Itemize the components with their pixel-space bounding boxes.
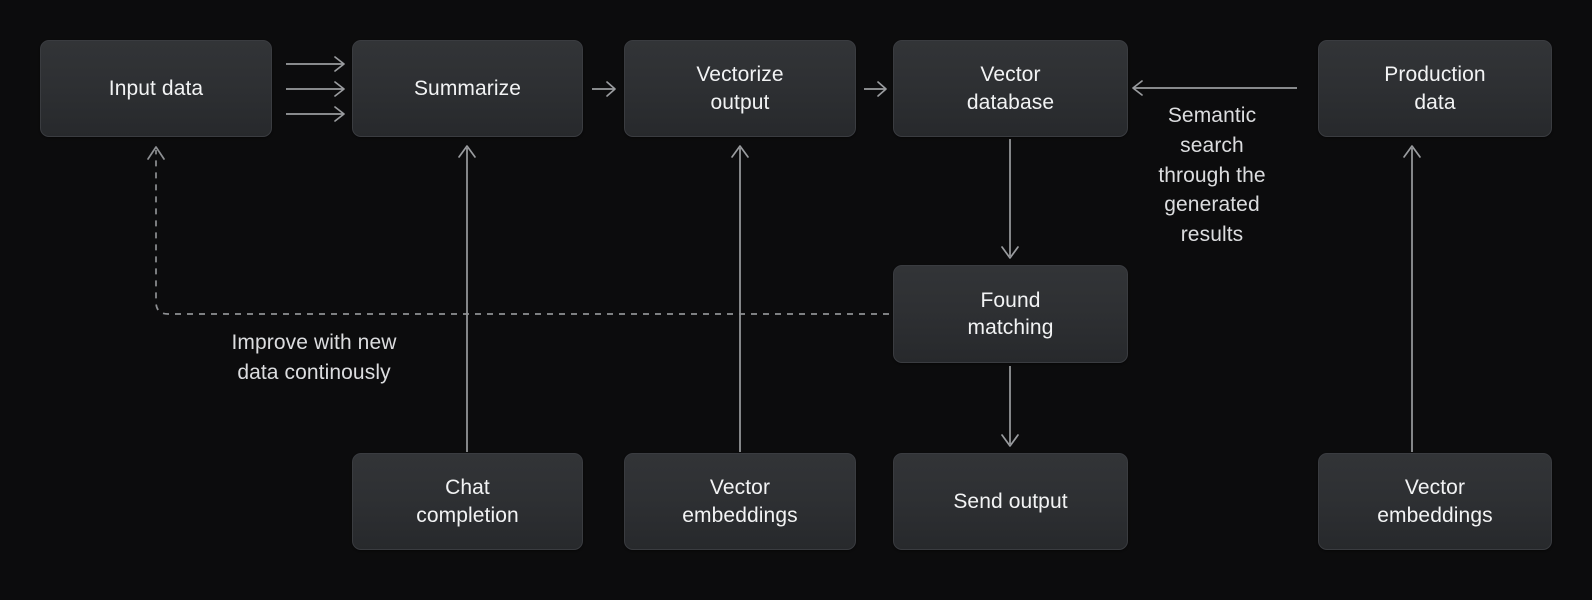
node-vector-database[interactable]: Vector database [893,40,1128,137]
edge-vector-database-to-found-matching [1001,139,1019,259]
node-input-data[interactable]: Input data [40,40,272,137]
edge-input-data-to-summarize [286,56,345,122]
edge-production-data-to-vector-database [1132,80,1297,96]
node-send-output[interactable]: Send output [893,453,1128,550]
node-found-matching-label: Found matching [967,288,1054,339]
node-vector-database-label: Vector database [966,63,1055,114]
node-found-matching[interactable]: Found matching [893,265,1128,363]
node-vector-embeddings-right[interactable]: Vector embeddings [1318,453,1552,550]
node-send-output-label: Send output [953,489,1068,513]
node-chat-completion[interactable]: Chat completion [352,453,583,550]
node-summarize[interactable]: Summarize [352,40,583,137]
node-production-data-label: Production data [1384,63,1486,114]
edge-vector-embeddings-left-to-vectorize-output [731,145,749,452]
edge-vectorize-output-to-vector-database [864,81,887,97]
node-vector-embeddings-left[interactable]: Vector embeddings [624,453,856,550]
edge-vector-embeddings-right-to-production-data [1403,145,1421,452]
edge-summarize-to-vectorize-output [592,81,616,97]
node-summarize-label: Summarize [413,76,522,100]
node-input-data-label: Input data [108,76,204,100]
edge-label-semantic-search: Semantic search through the generated re… [1158,104,1266,247]
node-vector-embeddings-left-label: Vector embeddings [682,476,798,527]
edge-chat-completion-to-summarize [458,145,476,452]
node-vectorize-output[interactable]: Vectorize output [624,40,856,137]
node-vectorize-output-label: Vectorize output [696,63,784,114]
edge-found-matching-to-input-data-dashed [147,146,889,315]
node-production-data[interactable]: Production data [1318,40,1552,137]
node-vector-embeddings-right-label: Vector embeddings [1377,476,1493,527]
node-chat-completion-label: Chat completion [416,476,519,527]
edge-found-matching-to-send-output [1001,366,1019,447]
edge-label-improve-loop: Improve with new data continously [231,331,397,384]
